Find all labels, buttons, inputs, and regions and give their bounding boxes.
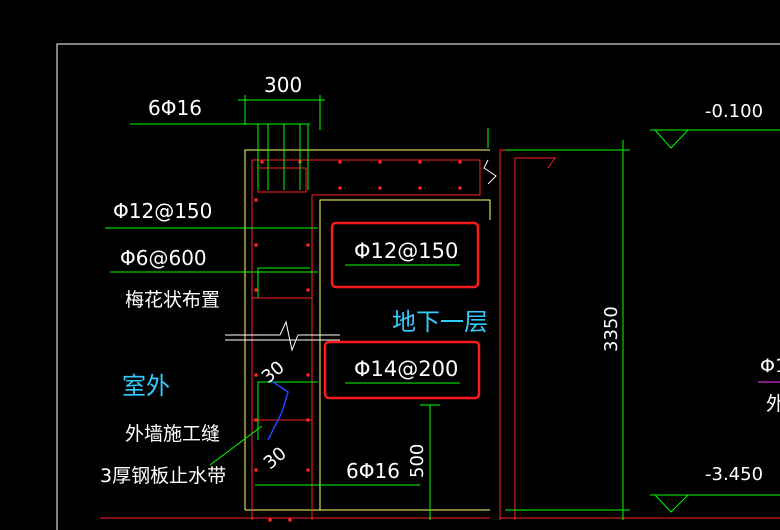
waterstop-label: 3厚钢板止水带	[100, 465, 226, 487]
waterstop-plate	[267, 379, 289, 441]
dim-300-label: 300	[264, 73, 302, 97]
rebar-cage	[100, 149, 780, 520]
dimension-lines	[105, 95, 780, 520]
highlight-box-phi12[interactable]	[330, 221, 480, 289]
box-phi12-label: Φ12@150	[354, 239, 458, 263]
highlight-box-phi14[interactable]	[323, 340, 481, 400]
rebar-top-label: 6Φ16	[148, 96, 202, 120]
edge-phi-label: Φ1	[760, 355, 780, 377]
drawing-frame	[56, 43, 780, 530]
wall-outline	[244, 149, 491, 511]
elev-bottom-label: -3.450	[705, 464, 763, 485]
break-line	[225, 159, 497, 352]
basement-label: 地下一层	[392, 308, 488, 336]
dim-3350-label: 3350	[601, 306, 622, 352]
elev-top-label: -0.100	[705, 101, 763, 122]
wall-joint-label: 外墙施工缝	[125, 423, 220, 445]
box-phi14-label: Φ14@200	[354, 357, 458, 381]
plum-layout-label: 梅花状布置	[125, 289, 220, 311]
edge-char-label: 外	[766, 393, 780, 415]
dim-500-label: 500	[407, 444, 428, 478]
rebar-bottom-label: 6Φ16	[346, 459, 400, 483]
outdoor-label: 室外	[122, 372, 170, 400]
rebar-phi12-label: Φ12@150	[113, 199, 212, 223]
rebar-phi6-label: Φ6@600	[120, 246, 207, 270]
dim-30-upper-label: 30	[258, 357, 289, 388]
dim-30-lower-label: 30	[260, 443, 291, 474]
rebar-dots	[254, 160, 462, 522]
